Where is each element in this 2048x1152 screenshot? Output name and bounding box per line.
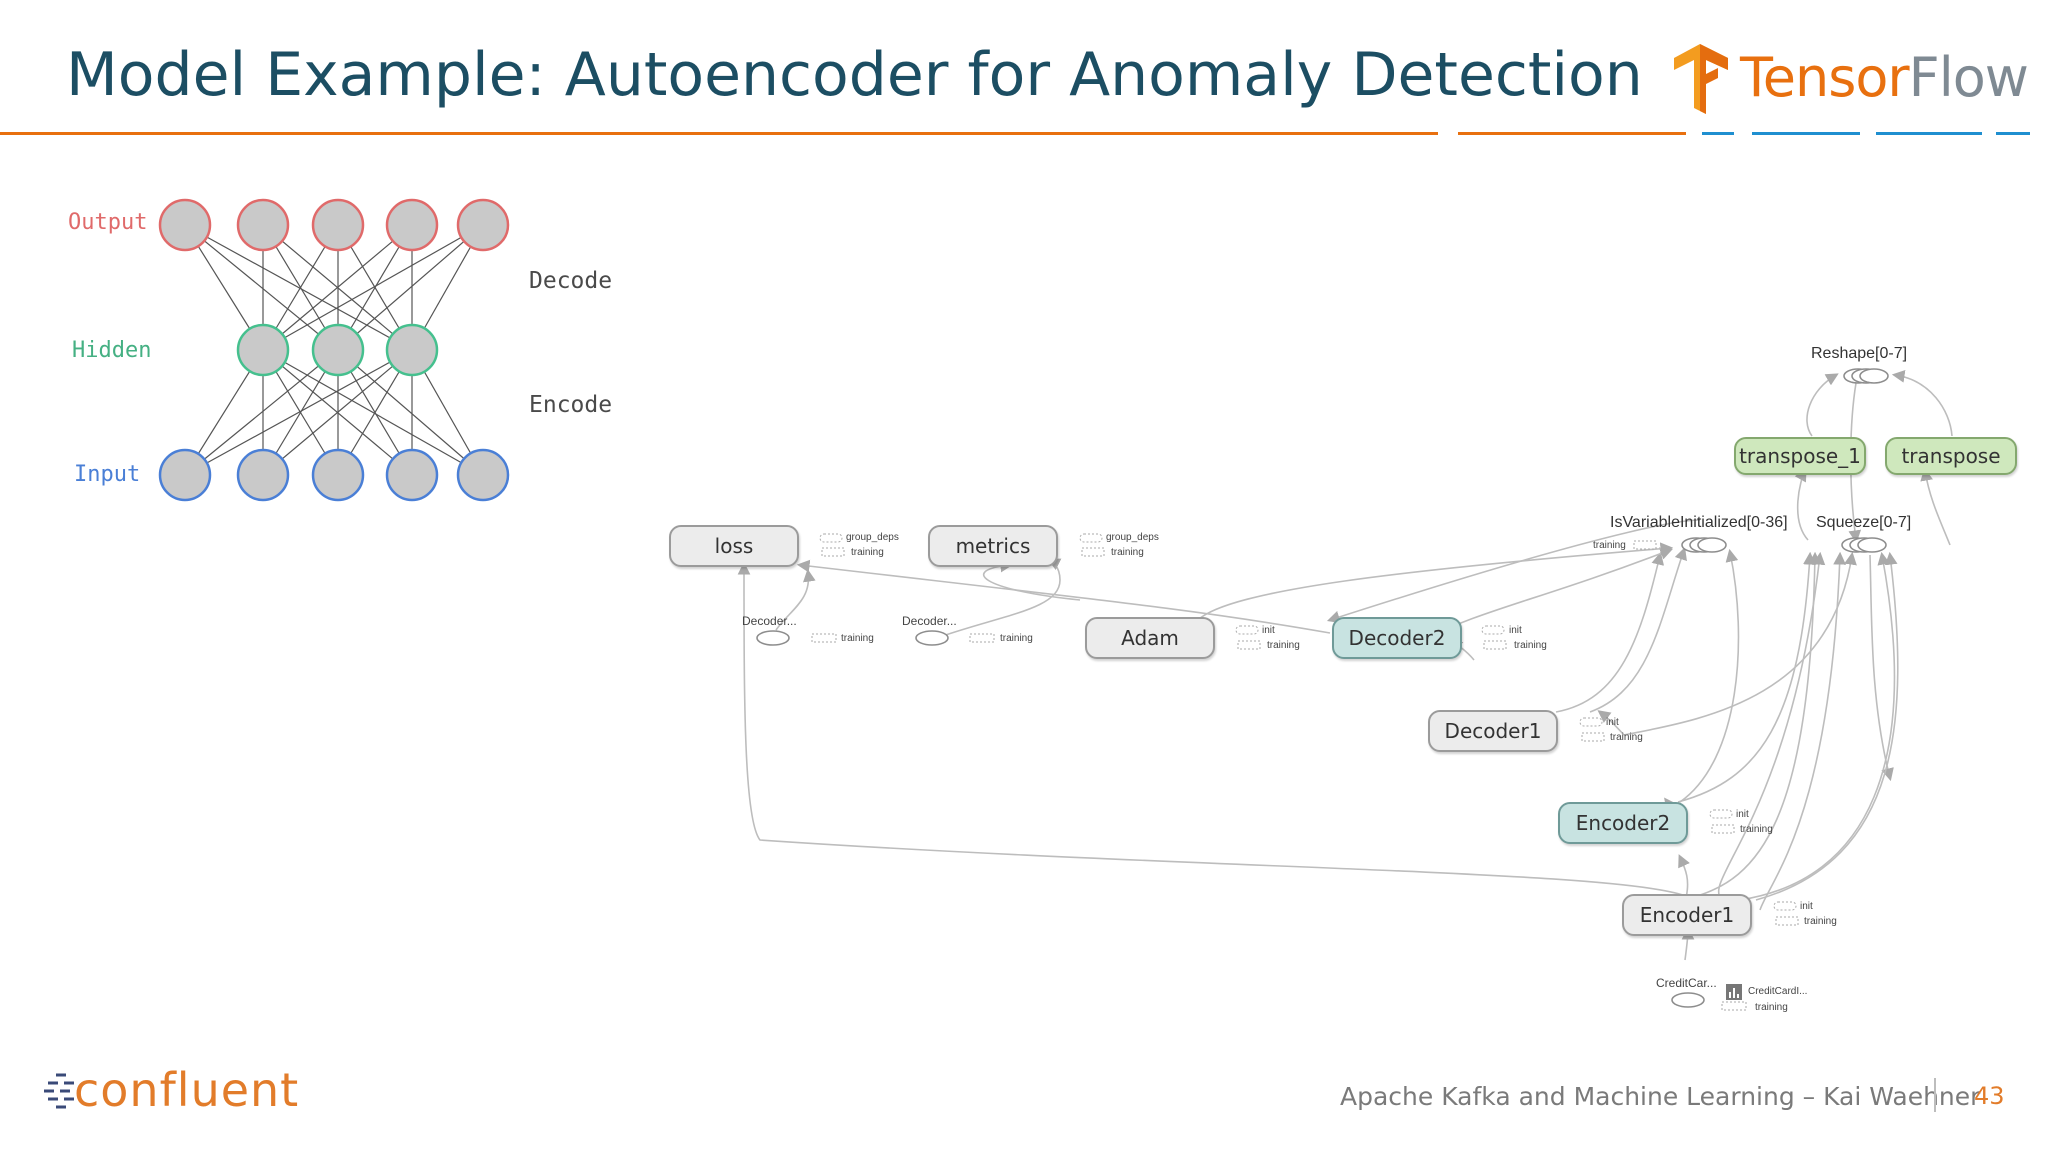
decode-label: Decode [529, 268, 613, 294]
isvar-training: training [1593, 540, 1626, 551]
node-decoder2[interactable]: Decoder2 [1332, 617, 1462, 659]
node-adam[interactable]: Adam [1085, 617, 1215, 659]
dep-box [1581, 732, 1605, 742]
dep-box [1633, 540, 1657, 550]
input-neuron [236, 448, 290, 502]
creditcar-op [1671, 992, 1705, 1008]
decoder2-training: training [1514, 640, 1547, 651]
title-underline-orange [0, 132, 1438, 135]
dep-box [969, 633, 995, 643]
node-transpose[interactable]: transpose [1885, 437, 2017, 475]
confluent-icon [44, 1073, 74, 1109]
hidden-neuron [385, 323, 439, 377]
slide-title: Model Example: Autoencoder for Anomaly D… [66, 40, 1643, 110]
decoder-b-training: training [1000, 633, 1033, 644]
dep-box [1237, 640, 1261, 650]
tensorflow-logo: TensorFlow [1670, 40, 2029, 120]
page-number: 43 [1974, 1082, 2005, 1110]
input-neuron [385, 448, 439, 502]
footer-separator [1934, 1078, 1936, 1112]
dep-box [1483, 640, 1507, 650]
dep-box [821, 547, 845, 557]
title-underline-blue-2 [1752, 132, 1860, 135]
tensorflow-wordmark: TensorFlow [1740, 46, 2029, 109]
node-metrics[interactable]: metrics [928, 525, 1058, 567]
footer-text: Apache Kafka and Machine Learning – Kai … [1340, 1082, 1981, 1111]
output-layer-label: Output [68, 210, 148, 235]
reshape-label: Reshape[0-7] [1811, 345, 1908, 362]
dep-box [1481, 625, 1505, 635]
isvar-op [1697, 537, 1727, 553]
decoder1-training: training [1610, 732, 1643, 743]
input-neuron [311, 448, 365, 502]
encoder2-init: init [1736, 809, 1749, 820]
dep-box [819, 533, 843, 543]
encode-label: Encode [529, 392, 613, 418]
dep-box [1709, 809, 1733, 819]
dep-box [1773, 901, 1797, 911]
node-encoder1[interactable]: Encoder1 [1622, 894, 1752, 936]
hidden-neuron [236, 323, 290, 377]
encoder1-init: init [1800, 901, 1813, 912]
title-underline-blue-1 [1702, 132, 1734, 135]
dep-box [1235, 625, 1259, 635]
decoder1-init: init [1606, 717, 1619, 728]
hidden-layer-label: Hidden [72, 338, 152, 363]
dep-box [1711, 824, 1735, 834]
output-neuron [311, 198, 365, 252]
confluent-wordmark: confluent [74, 1063, 300, 1117]
output-neuron [158, 198, 212, 252]
tensorflow-icon [1674, 44, 1728, 114]
metrics-group-deps: group_deps [1106, 532, 1159, 543]
reshape-op [1859, 368, 1889, 384]
input-neuron [158, 448, 212, 502]
autoencoder-network [158, 198, 510, 502]
decoder-label-a: Decoder... [742, 614, 797, 628]
title-underline-orange-2 [1458, 132, 1686, 135]
creditcar-label: CreditCar... [1656, 976, 1717, 990]
decoder-b-op [915, 630, 949, 646]
summary-icon [1726, 984, 1742, 1000]
input-neuron [456, 448, 510, 502]
loss-training: training [851, 547, 884, 558]
adam-training: training [1267, 640, 1300, 651]
dep-box [1721, 1001, 1747, 1011]
dep-box [811, 633, 837, 643]
creditcardi-label: CreditCardI... [1748, 986, 1808, 997]
dep-box [1579, 717, 1603, 727]
confluent-logo: confluent [44, 1063, 324, 1133]
squeeze-op [1857, 537, 1887, 553]
title-underline-blue-3 [1876, 132, 1982, 135]
dep-box [1079, 533, 1103, 543]
decoder-a-op [756, 630, 790, 646]
node-loss[interactable]: loss [669, 525, 799, 567]
encoder1-training: training [1804, 916, 1837, 927]
output-neuron [456, 198, 510, 252]
input-layer-label: Input [74, 462, 141, 487]
isvariableinitialized-label: IsVariableInitialized[0-36] [1610, 514, 1788, 531]
decoder2-init: init [1509, 625, 1522, 636]
squeeze-label: Squeeze[0-7] [1816, 514, 1912, 531]
metrics-training: training [1111, 547, 1144, 558]
node-decoder1[interactable]: Decoder1 [1428, 710, 1558, 752]
decoder-label-b: Decoder... [902, 614, 957, 628]
encoder2-training: training [1740, 824, 1773, 835]
node-transpose-1[interactable]: transpose_1 [1734, 437, 1866, 475]
hidden-neuron [311, 323, 365, 377]
output-neuron [236, 198, 290, 252]
adam-init: init [1262, 625, 1275, 636]
dep-box [1775, 916, 1799, 926]
title-underline-blue-4 [1996, 132, 2030, 135]
loss-group-deps: group_deps [846, 532, 899, 543]
creditcard-training: training [1755, 1002, 1788, 1013]
output-neuron [385, 198, 439, 252]
decoder-a-training: training [841, 633, 874, 644]
node-encoder2[interactable]: Encoder2 [1558, 802, 1688, 844]
dep-box [1081, 547, 1105, 557]
